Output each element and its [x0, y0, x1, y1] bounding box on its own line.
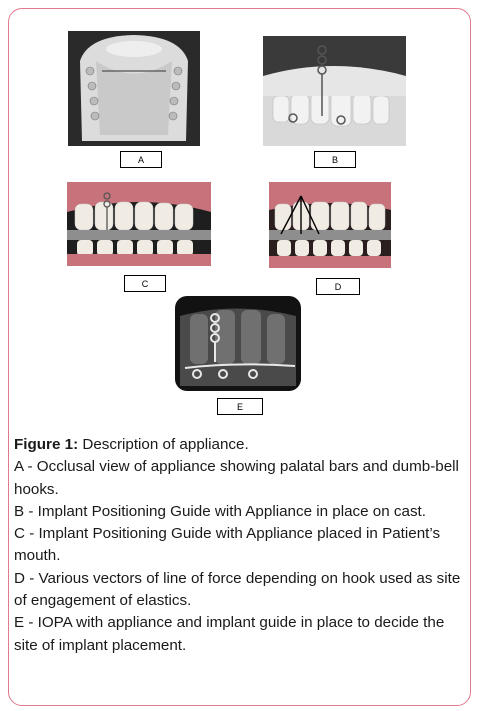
figure-title-text: Description of appliance.	[78, 436, 249, 453]
figure-caption: Figure 1: Description of appliance. A - …	[14, 434, 466, 657]
caption-line-c: C - Implant Positioning Guide with Appli…	[14, 525, 441, 565]
caption-line-a: A - Occlusal view of appliance showing p…	[14, 458, 459, 498]
panel-a-photo	[68, 31, 200, 146]
panel-e-photo	[175, 296, 301, 391]
panel-a-label: A	[120, 151, 162, 168]
panel-b-label: B	[314, 151, 356, 168]
panel-d-photo	[269, 182, 391, 268]
panel-c-photo	[67, 182, 211, 266]
panel-e-label: E	[217, 398, 263, 415]
panel-c-label: C	[124, 275, 166, 292]
panel-d-label: D	[316, 278, 360, 295]
caption-line-b: B - Implant Positioning Guide with Appli…	[14, 502, 426, 520]
figure-title: Figure 1:	[14, 436, 79, 453]
caption-line-d: D - Various vectors of line of force dep…	[14, 569, 461, 610]
caption-line-e: E - IOPA with appliance and implant guid…	[14, 614, 445, 654]
panel-b-photo	[263, 36, 406, 146]
figure-frame	[8, 8, 471, 706]
